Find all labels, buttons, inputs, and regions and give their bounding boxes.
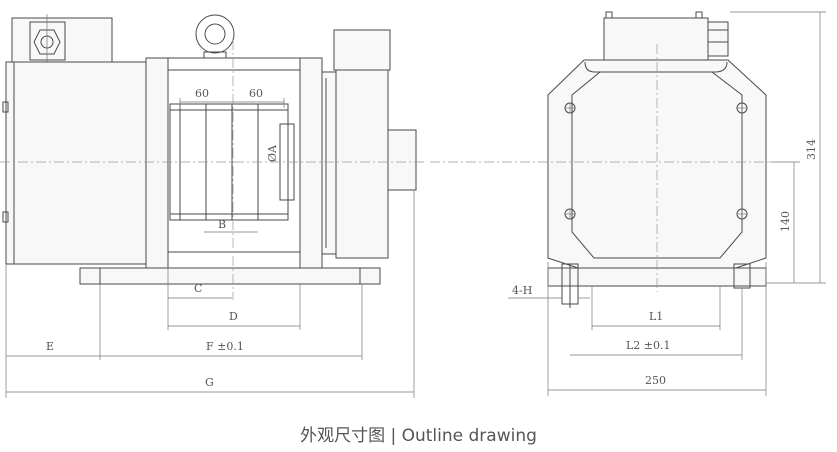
label-60-left: 60 — [195, 87, 209, 100]
label-60-right: 60 — [249, 87, 263, 100]
dim-d: D — [168, 284, 301, 330]
label-c: C — [194, 282, 202, 295]
label-l2: L2 ±0.1 — [626, 339, 671, 352]
brake-assembly — [321, 29, 417, 259]
label-d: D — [229, 310, 238, 323]
dim-4h: 4-H — [508, 284, 590, 299]
dim-c: C — [167, 268, 232, 330]
dim-b: B — [204, 218, 258, 233]
drawing-caption: 外观尺寸图 | Outline drawing — [300, 426, 537, 446]
base-feet — [79, 267, 381, 285]
inner-panel — [571, 71, 743, 259]
front-view: 4-H L1 L2 ±0.1 250 314 — [430, 11, 826, 396]
label-e: E — [46, 340, 54, 353]
lifting-eye — [195, 14, 235, 59]
label-4h: 4-H — [512, 284, 532, 297]
dim-140: 140 — [770, 161, 800, 283]
label-l1: L1 — [649, 310, 663, 323]
housing-outline — [547, 59, 767, 269]
terminal-box-front — [603, 11, 729, 61]
outline-drawing: 60 60 ØA B C D E F ± — [0, 11, 826, 398]
label-140: 140 — [779, 211, 792, 232]
label-250: 250 — [645, 374, 666, 387]
dim-250: 250 — [547, 262, 767, 396]
terminal-box — [11, 14, 113, 70]
dim-g: G — [6, 190, 415, 398]
motor-body — [2, 61, 147, 265]
housing-frame — [145, 57, 323, 269]
label-diameter-a: ØA — [266, 144, 279, 162]
dim-l1: L1 — [591, 286, 721, 330]
dim-l2: L2 ±0.1 — [570, 288, 743, 360]
side-view: 60 60 ØA B C D E F ± — [0, 14, 425, 398]
dim-60: 60 60 — [179, 87, 285, 108]
label-314: 314 — [805, 139, 818, 160]
label-b: B — [218, 218, 226, 231]
dim-e-f: E F ±0.1 — [5, 264, 363, 398]
label-f: F ±0.1 — [206, 340, 244, 353]
mounting-bolts — [564, 102, 748, 220]
dim-314: 314 — [730, 11, 826, 284]
label-g: G — [205, 376, 214, 389]
